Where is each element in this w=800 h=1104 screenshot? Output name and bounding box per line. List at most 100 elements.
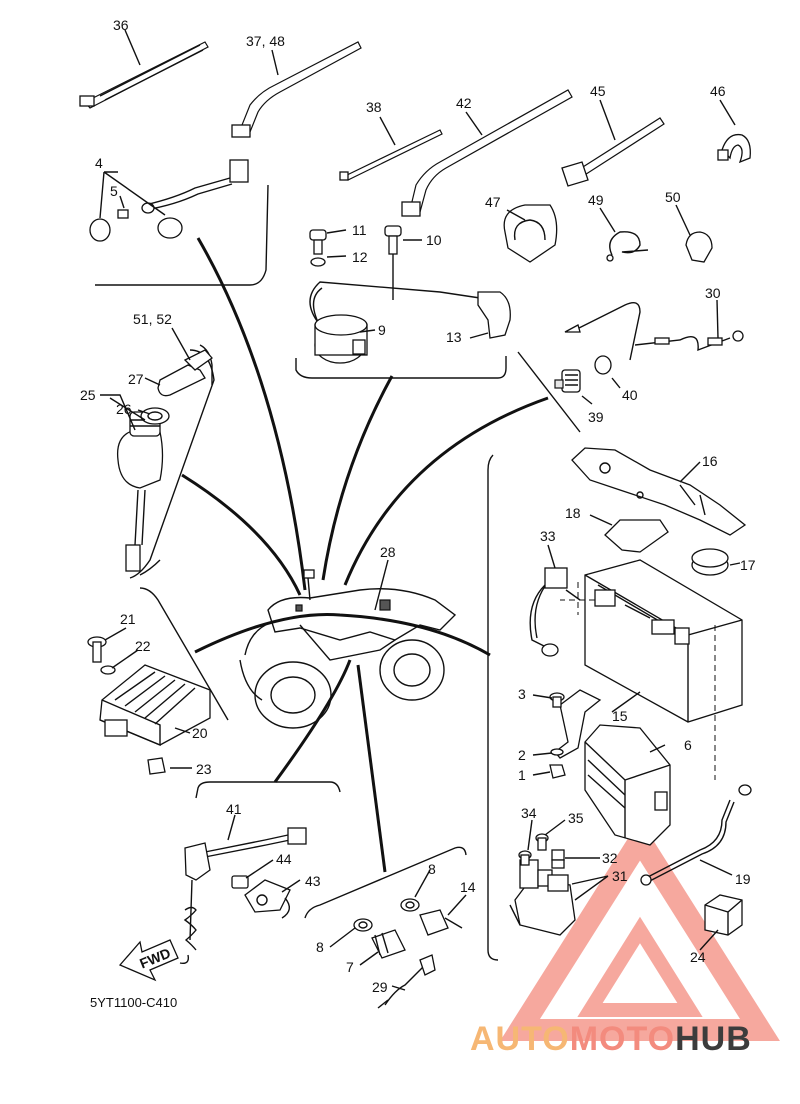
rectifier-20 [99,664,211,747]
watermark-logo [500,819,780,1041]
washer-12 [310,257,326,267]
lead-29 [377,954,436,1009]
callout-1: 1 [518,767,526,783]
group-frames [95,184,581,961]
callout-33: 33 [540,528,556,544]
washer-8b [353,918,373,932]
callout-6: 6 [684,737,692,753]
callout-50: 50 [665,189,681,205]
callout-16: 16 [702,453,718,469]
bolt-21 [87,636,107,663]
bolt-10 [384,225,402,300]
fuse-32 [551,849,565,869]
callout-25: 25 [80,387,96,403]
leader-curves [181,237,549,873]
callout-30: 30 [705,285,721,301]
callout-leaders [100,29,741,991]
cable-tie-37-48 [231,41,362,138]
battery-15 [584,559,743,723]
band-18 [604,519,669,553]
cap-40 [594,355,612,375]
fwd-arrow-icon [118,939,179,982]
plug-cap-13 [477,291,511,339]
nut-23 [147,757,166,775]
callout-8a: 8 [428,861,436,877]
band-47 [503,204,558,263]
atv-outline [239,569,457,729]
starter-relay-31 [509,859,576,936]
battery-cable-19 [560,582,752,886]
callout-51-52: 51, 52 [133,311,172,327]
key-27 [157,349,213,397]
screw-35 [535,833,549,851]
callout-45: 45 [590,83,606,99]
callout-26: 26 [116,401,132,417]
callout-11: 11 [352,222,367,238]
clip-49 [606,231,649,262]
callout-44: 44 [276,851,292,867]
callout-8b: 8 [316,939,324,955]
callout-18: 18 [565,505,581,521]
callout-46: 46 [710,83,726,99]
callout-27: 27 [128,371,144,387]
damper-17 [691,548,729,576]
callout-12: 12 [352,249,368,265]
lead-33 [529,567,581,657]
callout-13: 13 [446,329,462,345]
callout-numbers: 36 37, 48 38 42 45 46 4 5 47 49 50 11 10… [80,17,756,995]
switch-41 [179,827,307,965]
cable-tie-42 [401,89,573,217]
clamp-50 [685,231,713,263]
watermark-hub: HUB [675,1020,752,1058]
callout-19: 19 [735,871,751,887]
callout-22: 22 [135,638,151,654]
callout-32: 32 [602,850,618,866]
cable-tie-36 [79,41,209,109]
watermark-moto: MOTO [569,1020,676,1058]
bracket-43 [244,879,291,919]
callout-35: 35 [568,810,584,826]
watermark-auto: AUTO [470,1020,570,1058]
sensor-39 [554,369,581,393]
clamp-46 [717,133,751,164]
watermark-text: AUTOMOTOHUB [470,1020,752,1059]
callout-15: 15 [612,708,628,724]
bolt-44 [231,875,249,889]
callout-36: 36 [113,17,129,33]
nut-26 [140,407,170,425]
callout-21: 21 [120,611,136,627]
callout-40: 40 [622,387,638,403]
switch-7 [371,929,406,959]
wire-lead-4 [89,159,249,242]
callout-41: 41 [226,801,242,817]
callout-38: 38 [366,99,382,115]
ecu-6 [584,724,671,846]
callout-31: 31 [612,868,628,884]
nut-1 [549,764,566,779]
callout-42: 42 [456,95,472,111]
washer-22 [100,665,116,675]
screw-3 [549,692,565,708]
screw-34 [518,850,532,866]
callout-5: 5 [110,183,118,199]
callout-47: 47 [485,194,501,210]
callout-4: 4 [95,155,103,171]
cable-tie-45 [561,117,665,187]
callout-29: 29 [372,979,388,995]
callout-49: 49 [588,192,604,208]
battery-holder-16 [571,447,747,536]
ignition-coil-9 [309,281,481,364]
callout-9: 9 [378,322,386,338]
callout-10: 10 [426,232,442,248]
washer-2-small [550,748,564,756]
callout-17: 17 [740,557,756,573]
bolt-11 [309,229,327,255]
relay-24 [704,894,743,936]
callout-24: 24 [690,949,706,965]
callout-23: 23 [196,761,212,777]
callout-37-48: 37, 48 [246,33,285,49]
washer-8a [400,898,420,912]
lead-wire-30 [564,302,744,361]
callout-14: 14 [460,879,476,895]
